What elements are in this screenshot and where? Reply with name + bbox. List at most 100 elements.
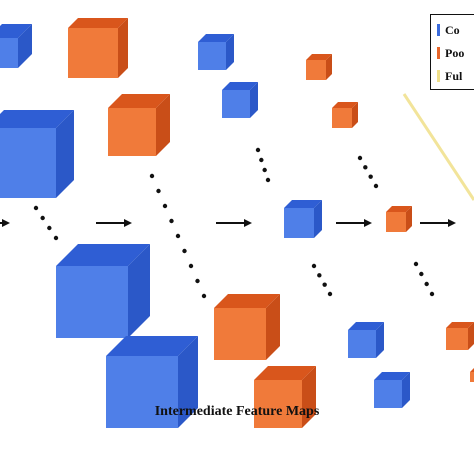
ellipsis-dot (201, 293, 207, 299)
pooling-cube-5-front (108, 108, 156, 156)
convolution-cube-9-side (250, 82, 258, 118)
legend-item-fully-connected: Ful (437, 67, 462, 85)
ellipsis-dots (33, 147, 435, 299)
convolution-cube-8 (198, 34, 234, 70)
ellipsis-dot (429, 291, 435, 297)
convolution-cube-2 (56, 244, 150, 338)
legend-label-convolution: Co (445, 22, 460, 37)
convolution-cube-0-top (0, 24, 32, 38)
legend-item-convolution: Co (437, 21, 460, 39)
pooling-cube-7 (254, 366, 316, 428)
pooling-cube-7-front (254, 380, 302, 428)
convolution-cube-0-side (18, 24, 32, 68)
pooling-cube-14-front (332, 108, 352, 128)
pooling-cube-6-side (266, 294, 280, 360)
ellipsis-dot (255, 147, 261, 153)
flow-arrow-head (244, 219, 252, 227)
ellipsis-dot (262, 167, 267, 173)
flow-arrows (0, 219, 456, 227)
convolution-cube-8-front (198, 42, 226, 70)
pooling-cube-17 (470, 368, 474, 382)
ellipsis-dot (47, 225, 52, 231)
legend-box: Co Poo Ful (430, 14, 474, 90)
ellipsis-dot (40, 215, 45, 221)
pooling-cube-13 (306, 54, 332, 80)
ellipsis-dot (169, 218, 174, 224)
pooling-cube-6 (214, 294, 280, 360)
pooling-cube-5 (108, 94, 170, 156)
convolution-cube-0-front (0, 38, 18, 68)
legend-label-fully-connected: Ful (445, 68, 463, 83)
convolution-cube-3-side (178, 336, 198, 428)
convolution-cube-11-front (348, 330, 376, 358)
pooling-cube-15-front (386, 212, 406, 232)
convolution-cube-0 (0, 24, 32, 68)
pooling-cube-13-side (326, 54, 332, 80)
convolution-cube-11-top (348, 322, 384, 330)
ellipsis-dot (33, 205, 39, 211)
flow-arrow-head (2, 219, 10, 227)
ellipsis-dot (265, 177, 271, 183)
pooling-cube-16 (446, 322, 474, 350)
ellipsis-dot (175, 233, 181, 239)
convolution-cube-12 (374, 372, 410, 408)
ellipsis-dot (363, 165, 368, 170)
pooling-cube-15-side (406, 206, 412, 232)
convolution-cube-10-top (284, 200, 322, 208)
flow-arrow-0 (0, 219, 10, 227)
ellipsis-dot (259, 157, 264, 163)
convolution-cube-1-front (0, 128, 56, 198)
pooling-cube-14 (332, 102, 358, 128)
flow-arrow-head (364, 219, 372, 227)
convolution-cube-3 (106, 336, 198, 428)
pooling-cube-17-front (470, 372, 474, 382)
pooling-cube-16-front (446, 328, 468, 350)
ellipsis-dot (156, 188, 161, 194)
ellipsis-dot (419, 271, 424, 277)
convolution-cube-1-side (56, 110, 74, 198)
pooling-cube-13-front (306, 60, 326, 80)
convolution-cube-9-front (222, 90, 250, 118)
convolution-cube-8-side (226, 34, 234, 70)
flow-arrow-3 (336, 219, 372, 227)
ellipsis-dot (368, 174, 373, 179)
pooling-cube-16-side (468, 322, 474, 350)
pooling-cube-5-top (108, 94, 170, 108)
ellipsis-dot (53, 235, 59, 241)
flow-arrow-2 (216, 219, 252, 227)
ellipsis-dot (182, 248, 187, 254)
ellipsis-dot (357, 155, 363, 161)
legend-swatch-pooling (437, 47, 440, 59)
convolution-cube-9 (222, 82, 258, 118)
pooling-cube-7-top (254, 366, 316, 380)
convolution-cube-12-front (374, 380, 402, 408)
ellipsis-dot (424, 281, 429, 287)
convolution-cube-3-front (106, 356, 178, 428)
pooling-cube-14-side (352, 102, 358, 128)
flow-arrow-4 (420, 219, 456, 227)
ellipsis-dot (149, 173, 155, 179)
convolution-cube-2-side (128, 244, 150, 338)
convolution-cube-10-front (284, 208, 314, 238)
convolution-cube-12-top (374, 372, 410, 380)
convolution-cube-10 (284, 200, 322, 238)
pooling-cube-13-top (306, 54, 332, 60)
legend-item-pooling: Poo (437, 44, 464, 62)
ellipsis-dot (188, 263, 194, 269)
ellipsis-dot (311, 263, 317, 269)
ellipsis-dot (195, 278, 200, 284)
pooling-cube-4-side (118, 18, 128, 78)
convolution-cube-9-top (222, 82, 258, 90)
convolution-cube-11-side (376, 322, 384, 358)
ellipsis-dot (322, 282, 327, 287)
pooling-cube-6-top (214, 294, 280, 308)
ellipsis-dot (162, 203, 168, 209)
pooling-cube-4 (68, 18, 128, 78)
diagram-caption: Intermediate Feature Maps (154, 404, 320, 419)
legend-label-pooling: Poo (445, 45, 465, 60)
pooling-cube-7-side (302, 366, 316, 428)
convolution-cube-3-top (106, 336, 198, 356)
convolution-cube-2-front (56, 266, 128, 338)
ellipsis-dot (413, 261, 419, 267)
